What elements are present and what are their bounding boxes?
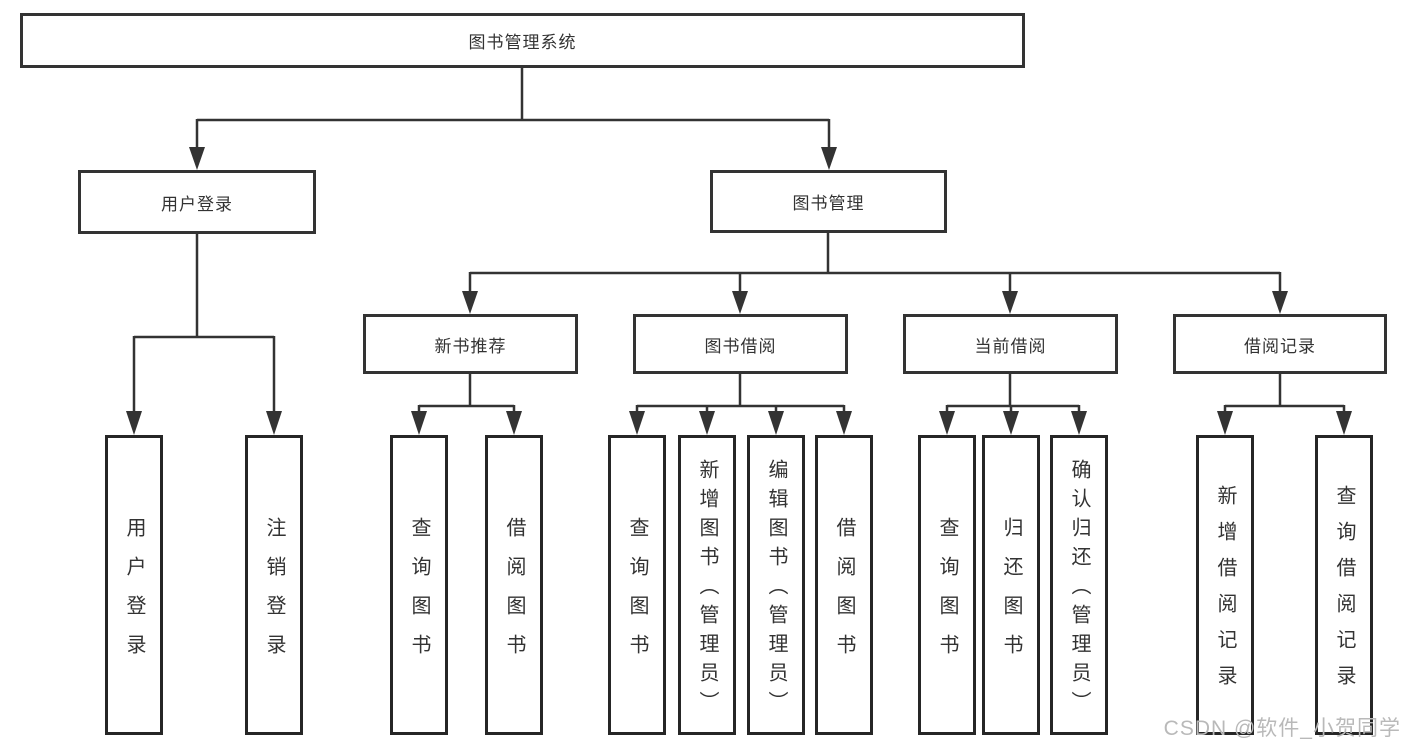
- node-user-login: 用户登录: [78, 170, 316, 234]
- node-label: 用户登录: [161, 194, 233, 214]
- leaf-return-books: 归还图书: [982, 435, 1040, 735]
- leaf-edit-books-admin: 编辑图书（管理员）: [747, 435, 805, 735]
- node-borrow-records: 借阅记录: [1173, 314, 1387, 374]
- leaf-query-borrow-record: 查询借阅记录: [1315, 435, 1373, 735]
- leaf-query-books: 查询图书: [390, 435, 448, 735]
- node-label: 借阅记录: [1244, 336, 1316, 356]
- node-book-borrow: 图书借阅: [633, 314, 848, 374]
- node-label: 当前借阅: [974, 336, 1047, 356]
- leaf-query-books: 查询图书: [608, 435, 666, 735]
- leaf-add-books-admin: 新增图书（管理员）: [678, 435, 736, 735]
- node-book-management: 图书管理: [710, 170, 947, 233]
- leaf-confirm-return-admin: 确认归还（管理员）: [1050, 435, 1108, 735]
- leaf-borrow-books: 借阅图书: [485, 435, 543, 735]
- node-label: 新书推荐: [434, 336, 507, 356]
- node-current-borrow: 当前借阅: [903, 314, 1118, 374]
- node-label: 图书借阅: [704, 336, 777, 356]
- csdn-watermark: CSDN @软件_小贺同学: [1163, 717, 1401, 740]
- node-root-library-system: 图书管理系统: [20, 13, 1025, 68]
- leaf-logout: 注销登录: [245, 435, 303, 735]
- node-label: 图书管理: [792, 194, 865, 213]
- leaf-user-login: 用户登录: [105, 435, 163, 735]
- node-label: 图书管理系统: [468, 33, 577, 52]
- leaf-borrow-books: 借阅图书: [815, 435, 873, 735]
- leaf-query-books: 查询图书: [918, 435, 976, 735]
- node-new-book-recommend: 新书推荐: [363, 314, 578, 374]
- leaf-add-borrow-record: 新增借阅记录: [1196, 435, 1254, 735]
